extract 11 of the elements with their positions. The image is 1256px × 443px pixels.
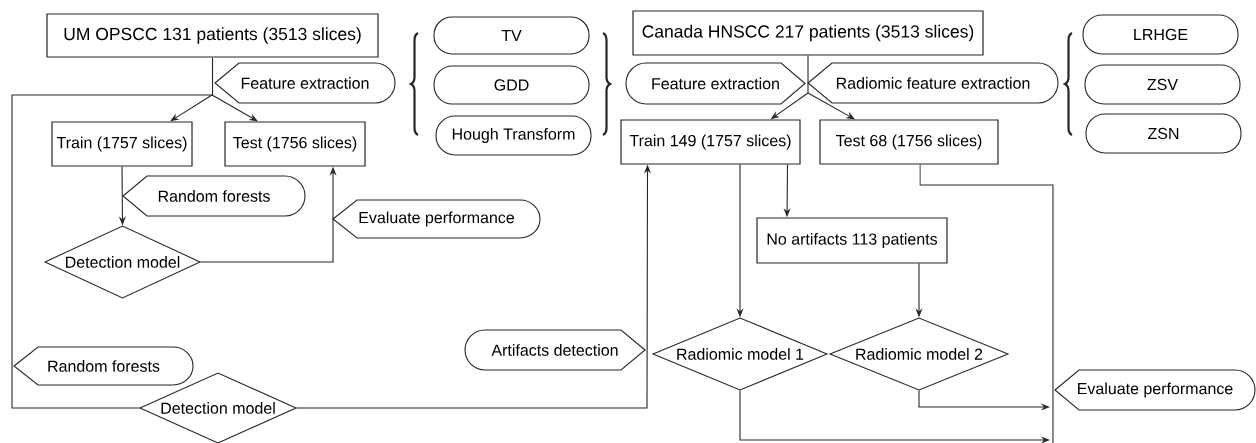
process-box: Test 68 (1756 slices) <box>819 119 999 165</box>
process-box: UM OPSCC 131 patients (3513 slices) <box>46 13 379 58</box>
process-box: Train 149 (1757 slices) <box>620 119 801 165</box>
process-box: Canada HNSCC 217 patients (3513 slices) <box>632 10 984 56</box>
arrow <box>170 94 213 122</box>
arrow <box>807 92 855 120</box>
process-box: Train (1757 slices) <box>51 121 193 167</box>
process-box: Test (1756 slices) <box>224 121 366 167</box>
arrow <box>211 94 258 122</box>
process-box: No artifacts 113 patients <box>756 217 948 264</box>
arrow <box>739 390 1050 443</box>
